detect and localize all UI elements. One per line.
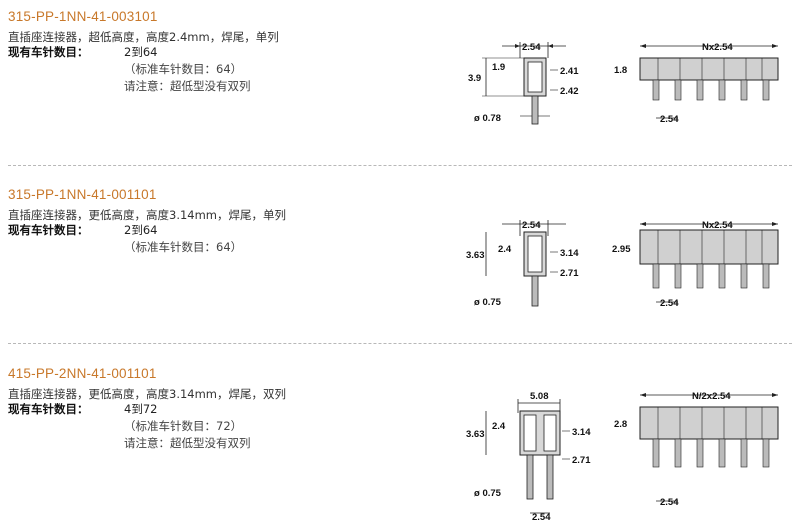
section-divider xyxy=(8,165,792,166)
dim-a-label: 3.14 xyxy=(560,248,579,259)
height-label: 3.9 xyxy=(468,73,481,84)
inner-label: 2.4 xyxy=(492,421,506,432)
pitch-label: 2.54 xyxy=(660,497,679,508)
product-note: 请注意：超低型没有双列 xyxy=(124,436,251,450)
standard-pins: （标准车针数目：64） xyxy=(124,240,243,254)
diameter-label: ø 0.78 xyxy=(474,113,501,124)
front-view-drawing: Nx2.54 1.8 2.54 xyxy=(614,42,779,125)
part-number: 415-PP-2NN-41-001101 xyxy=(8,366,157,381)
stock-label: 现有车针数目： xyxy=(8,223,89,237)
height-label: 2.95 xyxy=(612,244,631,255)
product-description: 直插座连接器，超低高度，高度2.4mm，焊尾，单列 xyxy=(8,30,279,44)
pitch-label: 2.54 xyxy=(660,298,679,309)
total-length-label: N/2x2.54 xyxy=(692,391,731,402)
product-section-3: 415-PP-2NN-41-001101 直插座连接器，更低高度，高度3.14m… xyxy=(0,357,800,527)
height-label: 1.8 xyxy=(614,65,627,76)
dim-b-label: 2.71 xyxy=(572,455,591,466)
product-note: 请注意：超低型没有双列 xyxy=(124,79,251,93)
pitch-label: 2.54 xyxy=(660,114,679,125)
stock-label: 现有车针数目： xyxy=(8,402,89,416)
pitch-label: 2.54 xyxy=(522,42,541,53)
inner-label: 2.4 xyxy=(498,244,512,255)
standard-pins: （标准车针数目：64） xyxy=(124,62,243,76)
section-divider xyxy=(8,343,792,344)
height-label: 3.63 xyxy=(466,250,485,261)
pin-range: 2到64 xyxy=(124,223,158,237)
height-label: 3.63 xyxy=(466,429,485,440)
dim-a-label: 2.41 xyxy=(560,66,579,77)
inner-label: 1.9 xyxy=(492,62,505,73)
product-section-2: 315-PP-1NN-41-001101 直插座连接器，更低高度，高度3.14m… xyxy=(0,178,800,348)
dim-a-label: 3.14 xyxy=(572,427,591,438)
pitch-label: 2.54 xyxy=(522,220,541,231)
diameter-label: ø 0.75 xyxy=(474,297,502,308)
stock-label: 现有车针数目： xyxy=(8,45,89,59)
dim-b-label: 2.71 xyxy=(560,268,579,279)
height-label: 2.8 xyxy=(614,419,627,430)
side-view-drawing: 2.54 3.9 1.9 2.41 2.42 ø 0.78 xyxy=(468,42,579,125)
front-view-drawing: N/2x2.54 2.8 2.54 xyxy=(614,391,779,508)
diameter-label: ø 0.75 xyxy=(474,488,502,499)
pin-range: 4到72 xyxy=(124,402,158,416)
standard-pins: （标准车针数目：72） xyxy=(124,419,243,433)
product-description: 直插座连接器，更低高度，高度3.14mm，焊尾，双列 xyxy=(8,387,287,401)
pitch-label: 5.08 xyxy=(530,391,549,402)
side-view-drawing: 2.54 3.63 2.4 3.14 2.71 ø 0.75 xyxy=(466,220,579,308)
part-number: 315-PP-1NN-41-003101 xyxy=(8,9,158,24)
pin-range: 2到64 xyxy=(124,45,158,59)
row-pitch-label: 2.54 xyxy=(532,512,551,522)
product-section-1: 315-PP-1NN-41-003101 直插座连接器，超低高度，高度2.4mm… xyxy=(0,0,800,170)
part-number: 315-PP-1NN-41-001101 xyxy=(8,187,157,202)
dim-b-label: 2.42 xyxy=(560,86,579,97)
total-length-label: Nx2.54 xyxy=(702,42,733,53)
side-view-drawing: 5.08 3.63 2.4 3.14 2.71 ø 0.75 2.54 xyxy=(466,391,591,522)
product-description: 直插座连接器，更低高度，高度3.14mm，焊尾，单列 xyxy=(8,208,287,222)
front-view-drawing: Nx2.54 2.95 2.54 xyxy=(612,220,779,309)
total-length-label: Nx2.54 xyxy=(702,220,733,231)
